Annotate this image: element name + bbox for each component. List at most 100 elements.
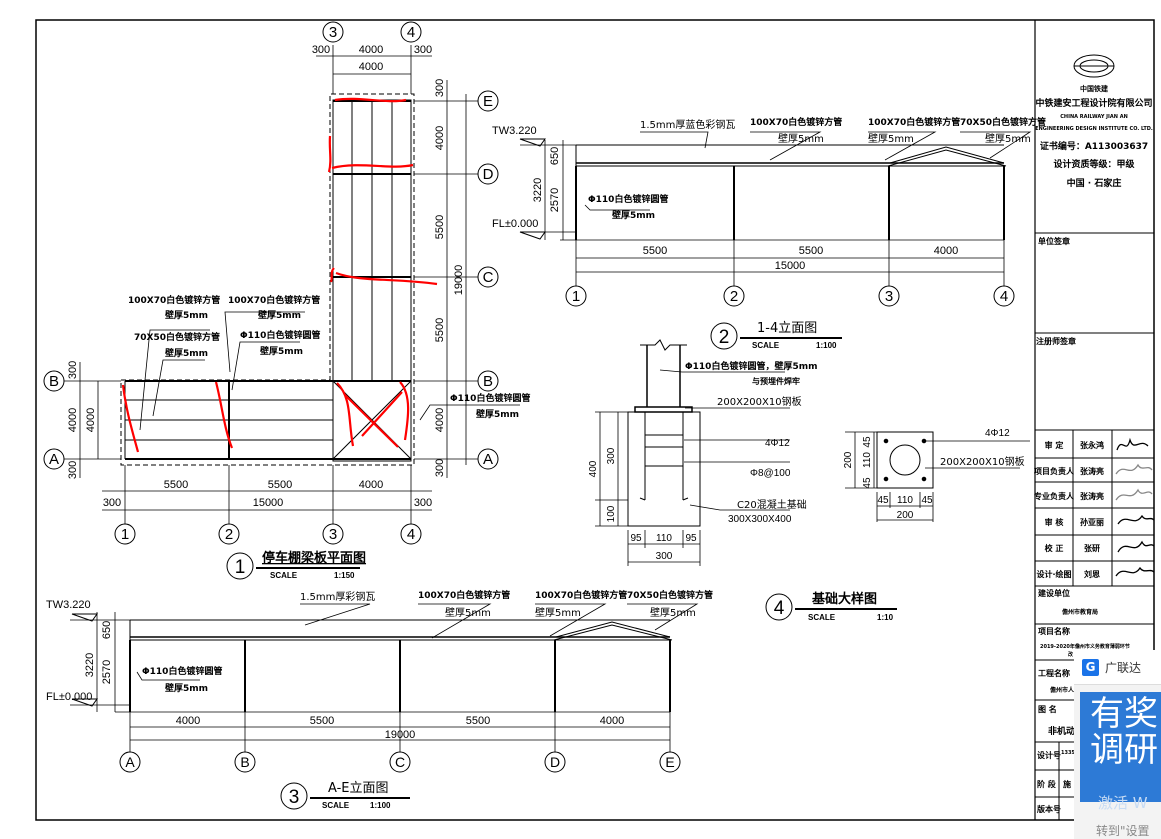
settings-hint: 转到"设置 — [1096, 824, 1150, 838]
elev14-title: 2 1-4立面图 SCALE 1:100 — [710, 321, 842, 350]
plan-grid-top-4: 4 — [407, 24, 415, 41]
svg-text:FL±0.000: FL±0.000 — [492, 218, 538, 230]
svg-text:张研: 张研 — [1084, 544, 1100, 553]
title-block-project: 建设单位 儋州市教育局 项目名称 2019-2020年儋州市义务教育薄弱环节 改… — [1036, 588, 1130, 814]
svg-text:2570: 2570 — [549, 188, 561, 212]
svg-text:ENGINEERING DESIGN INSTITUTE C: ENGINEERING DESIGN INSTITUTE CO. LTD. — [1035, 126, 1153, 132]
svg-text:建设单位: 建设单位 — [1037, 588, 1070, 598]
svg-text:1:100: 1:100 — [370, 801, 391, 810]
svg-text:项目负责人: 项目负责人 — [1034, 466, 1075, 476]
svg-text:200X200X10钢板: 200X200X10钢板 — [940, 455, 1025, 468]
svg-text:设计·绘图: 设计·绘图 — [1036, 569, 1071, 579]
svg-text:4000: 4000 — [934, 245, 958, 257]
svg-text:45: 45 — [877, 495, 889, 506]
svg-text:单位签章: 单位签章 — [1038, 236, 1070, 246]
svg-text:650: 650 — [101, 621, 113, 639]
svg-text:19000: 19000 — [385, 729, 416, 741]
plan-grid-B: B — [483, 373, 493, 390]
svg-text:A: A — [125, 754, 135, 770]
svg-text:壁厚5mm: 壁厚5mm — [260, 345, 303, 357]
svg-text:45: 45 — [862, 436, 873, 448]
svg-text:1.5mm厚蓝色彩钢瓦: 1.5mm厚蓝色彩钢瓦 — [640, 118, 735, 131]
svg-text:19000: 19000 — [453, 265, 465, 296]
svg-text:Φ8@100: Φ8@100 — [750, 468, 791, 479]
svg-text:SCALE: SCALE — [808, 613, 836, 622]
svg-text:110: 110 — [897, 495, 913, 506]
svg-text:2570: 2570 — [101, 660, 113, 684]
svg-text:专业负责人: 专业负责人 — [1034, 491, 1075, 501]
svg-text:项目名称: 项目名称 — [1038, 626, 1070, 636]
svg-text:300: 300 — [434, 459, 446, 477]
svg-text:儋州市教育局: 儋州市教育局 — [1062, 608, 1098, 616]
svg-text:70X50白色镀锌方管: 70X50白色镀锌方管 — [134, 331, 220, 343]
sheet-border — [35, 19, 1155, 821]
banner-text: 有奖调研 — [1090, 694, 1158, 770]
svg-text:SCALE: SCALE — [322, 801, 350, 810]
svg-text:4000: 4000 — [176, 715, 200, 727]
svg-text:C20混凝土基础: C20混凝土基础 — [737, 498, 807, 511]
plan-grid-left-B: B — [49, 373, 59, 390]
survey-banner[interactable]: 有奖调研 激活 W — [1080, 692, 1161, 812]
svg-text:TW3.220: TW3.220 — [492, 125, 537, 137]
svg-text:45: 45 — [921, 495, 933, 506]
svg-text:1-4立面图: 1-4立面图 — [757, 321, 817, 336]
svg-text:45: 45 — [862, 477, 873, 489]
svg-text:200X200X10钢板: 200X200X10钢板 — [717, 395, 802, 408]
svg-text:400: 400 — [588, 460, 599, 477]
svg-text:1:100: 1:100 — [816, 341, 837, 350]
svg-text:1: 1 — [572, 288, 580, 305]
svg-text:100: 100 — [606, 505, 617, 522]
svg-text:刘恩: 刘恩 — [1084, 569, 1100, 579]
svg-text:15000: 15000 — [253, 497, 284, 509]
svg-text:C: C — [395, 754, 405, 770]
svg-text:SCALE: SCALE — [270, 571, 298, 580]
plan-dims: 300 5500 5500 4000 15000 300 300 4000 30… — [67, 44, 465, 509]
svg-text:壁厚5mm: 壁厚5mm — [612, 209, 655, 221]
svg-text:300: 300 — [656, 551, 673, 562]
svg-text:100X70白色镀锌方管: 100X70白色镀锌方管 — [535, 589, 627, 601]
svg-text:E: E — [665, 754, 674, 770]
svg-text:D: D — [550, 754, 560, 770]
svg-text:4000: 4000 — [359, 61, 383, 73]
svg-text:改: 改 — [1068, 651, 1074, 658]
svg-text:4: 4 — [1000, 288, 1008, 305]
elev14-drawing — [519, 131, 1032, 286]
plan-grid-E: E — [483, 93, 493, 110]
svg-text:壁厚5mm: 壁厚5mm — [165, 309, 208, 321]
red-markup — [121, 97, 438, 453]
svg-text:3: 3 — [289, 787, 300, 808]
elev14-labels: 1.5mm厚蓝色彩钢瓦 100X70白色镀锌方管 壁厚5mm 100X70白色镀… — [588, 116, 1046, 221]
svg-text:110: 110 — [656, 533, 672, 544]
svg-text:5500: 5500 — [466, 715, 490, 727]
svg-text:SCALE: SCALE — [752, 341, 780, 350]
svg-text:4000: 4000 — [359, 479, 383, 491]
svg-text:FL±0.000: FL±0.000 — [46, 691, 92, 703]
svg-text:设计资质等级：甲级: 设计资质等级：甲级 — [1053, 158, 1135, 170]
plan-grid-left-A: A — [49, 451, 59, 468]
ad-popup[interactable]: G 广联达 有奖调研 激活 W 转到"设置 — [1074, 650, 1161, 839]
plan-grid-top-3: 3 — [329, 24, 337, 41]
svg-text:1:150: 1:150 — [334, 571, 355, 580]
svg-text:孙亚丽: 孙亚丽 — [1080, 517, 1104, 527]
svg-text:张涛亮: 张涛亮 — [1080, 491, 1104, 501]
svg-text:张涛亮: 张涛亮 — [1080, 466, 1104, 476]
popup-header[interactable]: G 广联达 — [1074, 650, 1161, 685]
plan-grid-D: D — [483, 166, 494, 183]
svg-text:3220: 3220 — [532, 178, 544, 202]
svg-text:B: B — [240, 754, 249, 770]
plan-grid-C: C — [483, 269, 494, 286]
svg-text:650: 650 — [549, 147, 561, 165]
svg-text:300: 300 — [312, 44, 330, 56]
svg-text:5500: 5500 — [164, 479, 188, 491]
svg-text:中国 · 石家庄: 中国 · 石家庄 — [1067, 177, 1122, 189]
svg-text:200: 200 — [897, 510, 914, 521]
svg-text:5500: 5500 — [268, 479, 292, 491]
svg-text:4000: 4000 — [434, 408, 446, 432]
plan-grid-A: A — [483, 451, 493, 468]
elevAE-drawing — [70, 603, 699, 752]
svg-text:1: 1 — [235, 557, 246, 578]
svg-text:4: 4 — [774, 598, 785, 619]
plan-grid-bubbles — [43, 21, 499, 545]
svg-text:中铁建安工程设计院有限公司: 中铁建安工程设计院有限公司 — [1035, 97, 1152, 109]
svg-text:壁厚5mm: 壁厚5mm — [476, 408, 519, 420]
